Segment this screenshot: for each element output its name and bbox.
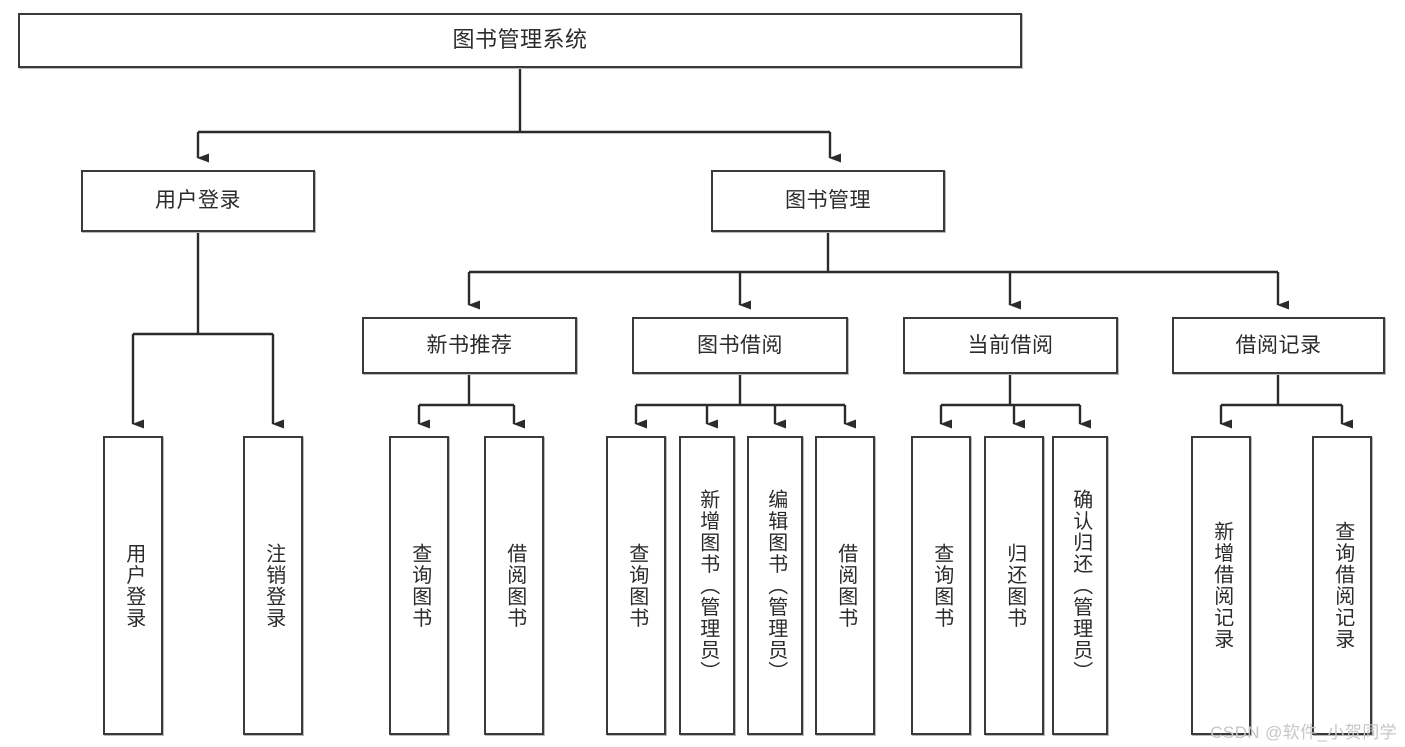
- node-leaf-query-book-3[interactable]: 查询图书: [911, 436, 971, 735]
- node-leaf-return-book-label: 归还图书: [1003, 542, 1026, 629]
- node-borrow-record[interactable]: 借阅记录: [1172, 317, 1385, 374]
- node-leaf-user-logout-label: 注销登录: [262, 542, 285, 629]
- node-new-book-rec-label: 新书推荐: [426, 333, 513, 357]
- node-user-login[interactable]: 用户登录: [81, 170, 315, 232]
- node-leaf-return-book[interactable]: 归还图书: [984, 436, 1044, 735]
- node-leaf-edit-book[interactable]: 编辑图书（管理员）: [747, 436, 803, 735]
- node-leaf-edit-book-label: 编辑图书（管理员）: [764, 488, 787, 683]
- node-user-login-label: 用户登录: [155, 189, 241, 213]
- node-leaf-add-book[interactable]: 新增图书（管理员）: [679, 436, 735, 735]
- node-root[interactable]: 图书管理系统: [18, 13, 1022, 68]
- node-book-manage[interactable]: 图书管理: [711, 170, 945, 232]
- node-book-borrow[interactable]: 图书借阅: [632, 317, 848, 374]
- node-leaf-borrow-book-1-label: 借阅图书: [503, 542, 526, 629]
- node-leaf-query-book-3-label: 查询图书: [930, 542, 953, 629]
- node-leaf-query-record-label: 查询借阅记录: [1331, 521, 1354, 650]
- node-current-borrow-label: 当前借阅: [967, 333, 1054, 357]
- node-leaf-query-book-1-label: 查询图书: [408, 542, 431, 629]
- node-leaf-borrow-book-2[interactable]: 借阅图书: [815, 436, 875, 735]
- node-root-label: 图书管理系统: [452, 27, 588, 53]
- node-leaf-query-book-2[interactable]: 查询图书: [606, 436, 666, 735]
- node-leaf-query-record[interactable]: 查询借阅记录: [1312, 436, 1372, 735]
- node-leaf-add-record[interactable]: 新增借阅记录: [1191, 436, 1251, 735]
- csdn-watermark: CSDN @软件_小贺同学: [1210, 723, 1397, 742]
- node-book-manage-label: 图书管理: [785, 189, 871, 213]
- node-leaf-add-book-label: 新增图书（管理员）: [696, 488, 719, 683]
- node-leaf-user-login-label: 用户登录: [122, 542, 145, 629]
- node-leaf-add-record-label: 新增借阅记录: [1210, 521, 1233, 650]
- node-borrow-record-label: 借阅记录: [1235, 333, 1322, 357]
- node-leaf-borrow-book-2-label: 借阅图书: [834, 542, 857, 629]
- node-book-borrow-label: 图书借阅: [697, 333, 783, 357]
- node-new-book-rec[interactable]: 新书推荐: [362, 317, 577, 374]
- node-leaf-query-book-2-label: 查询图书: [625, 542, 648, 629]
- node-leaf-user-login[interactable]: 用户登录: [103, 436, 163, 735]
- node-leaf-borrow-book-1[interactable]: 借阅图书: [484, 436, 544, 735]
- node-leaf-confirm-return-label: 确认归还（管理员）: [1069, 488, 1092, 683]
- node-leaf-query-book-1[interactable]: 查询图书: [389, 436, 449, 735]
- node-leaf-user-logout[interactable]: 注销登录: [243, 436, 303, 735]
- node-leaf-confirm-return[interactable]: 确认归还（管理员）: [1052, 436, 1108, 735]
- node-current-borrow[interactable]: 当前借阅: [903, 317, 1118, 374]
